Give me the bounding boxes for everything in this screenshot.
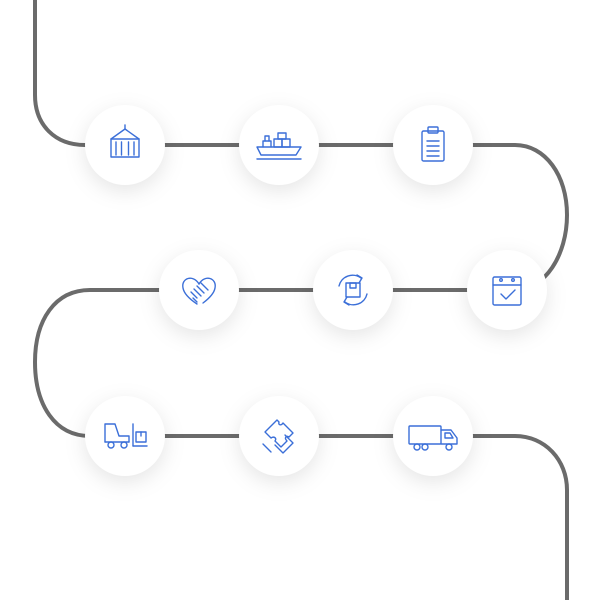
puzzle-pieces-icon [262, 419, 294, 454]
cargo-ship-icon [256, 132, 302, 160]
step-node-9 [393, 396, 473, 476]
step-node-4 [467, 250, 547, 330]
delivery-truck-icon [408, 425, 458, 451]
clipboard-document-icon [421, 126, 445, 162]
step-node-6 [159, 250, 239, 330]
handshake-icon [182, 277, 216, 305]
step-node-5 [313, 250, 393, 330]
step-node-8 [239, 396, 319, 476]
step-node-3 [393, 105, 473, 185]
package-cycle-icon [338, 274, 368, 306]
step-node-1 [85, 105, 165, 185]
shipping-container-icon [110, 124, 140, 158]
forklift-icon [104, 423, 148, 449]
calendar-check-icon [492, 276, 522, 306]
step-node-2 [239, 105, 319, 185]
step-node-7 [85, 396, 165, 476]
